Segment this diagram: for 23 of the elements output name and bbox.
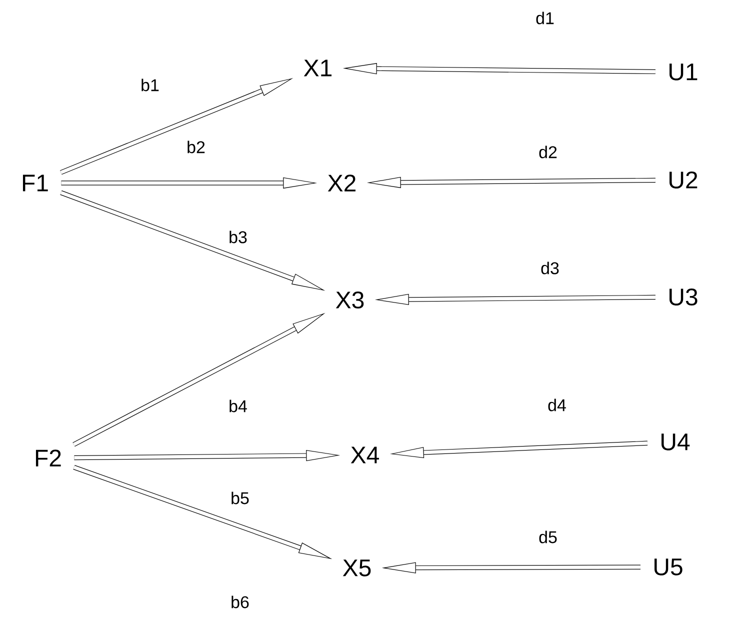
edge-label: d5	[538, 530, 558, 544]
node-label: X5	[342, 560, 371, 576]
node-label: F1	[22, 174, 48, 192]
edge-label: b2	[186, 140, 206, 154]
node-label: X1	[304, 60, 332, 76]
edge-label: d2	[538, 144, 558, 160]
edge-label: b5	[230, 490, 250, 506]
edge-label: d1	[534, 10, 556, 26]
edge-label: d3	[540, 260, 560, 276]
edge-label: d4	[546, 398, 568, 412]
node-label: U1	[670, 64, 698, 80]
edge-label: b4	[228, 398, 248, 414]
node-label: U4	[662, 434, 690, 450]
edge-label: b1	[140, 78, 160, 92]
node-label: U2	[670, 172, 698, 188]
node-label: X2	[328, 174, 356, 192]
node-label: X3	[336, 292, 364, 308]
node-label: X4	[350, 446, 379, 464]
edge-label: b6	[230, 594, 250, 610]
node-label: U5	[654, 558, 682, 576]
edge-label: b3	[228, 230, 248, 244]
node-label: F2	[36, 450, 61, 466]
node-label: U3	[670, 288, 698, 306]
